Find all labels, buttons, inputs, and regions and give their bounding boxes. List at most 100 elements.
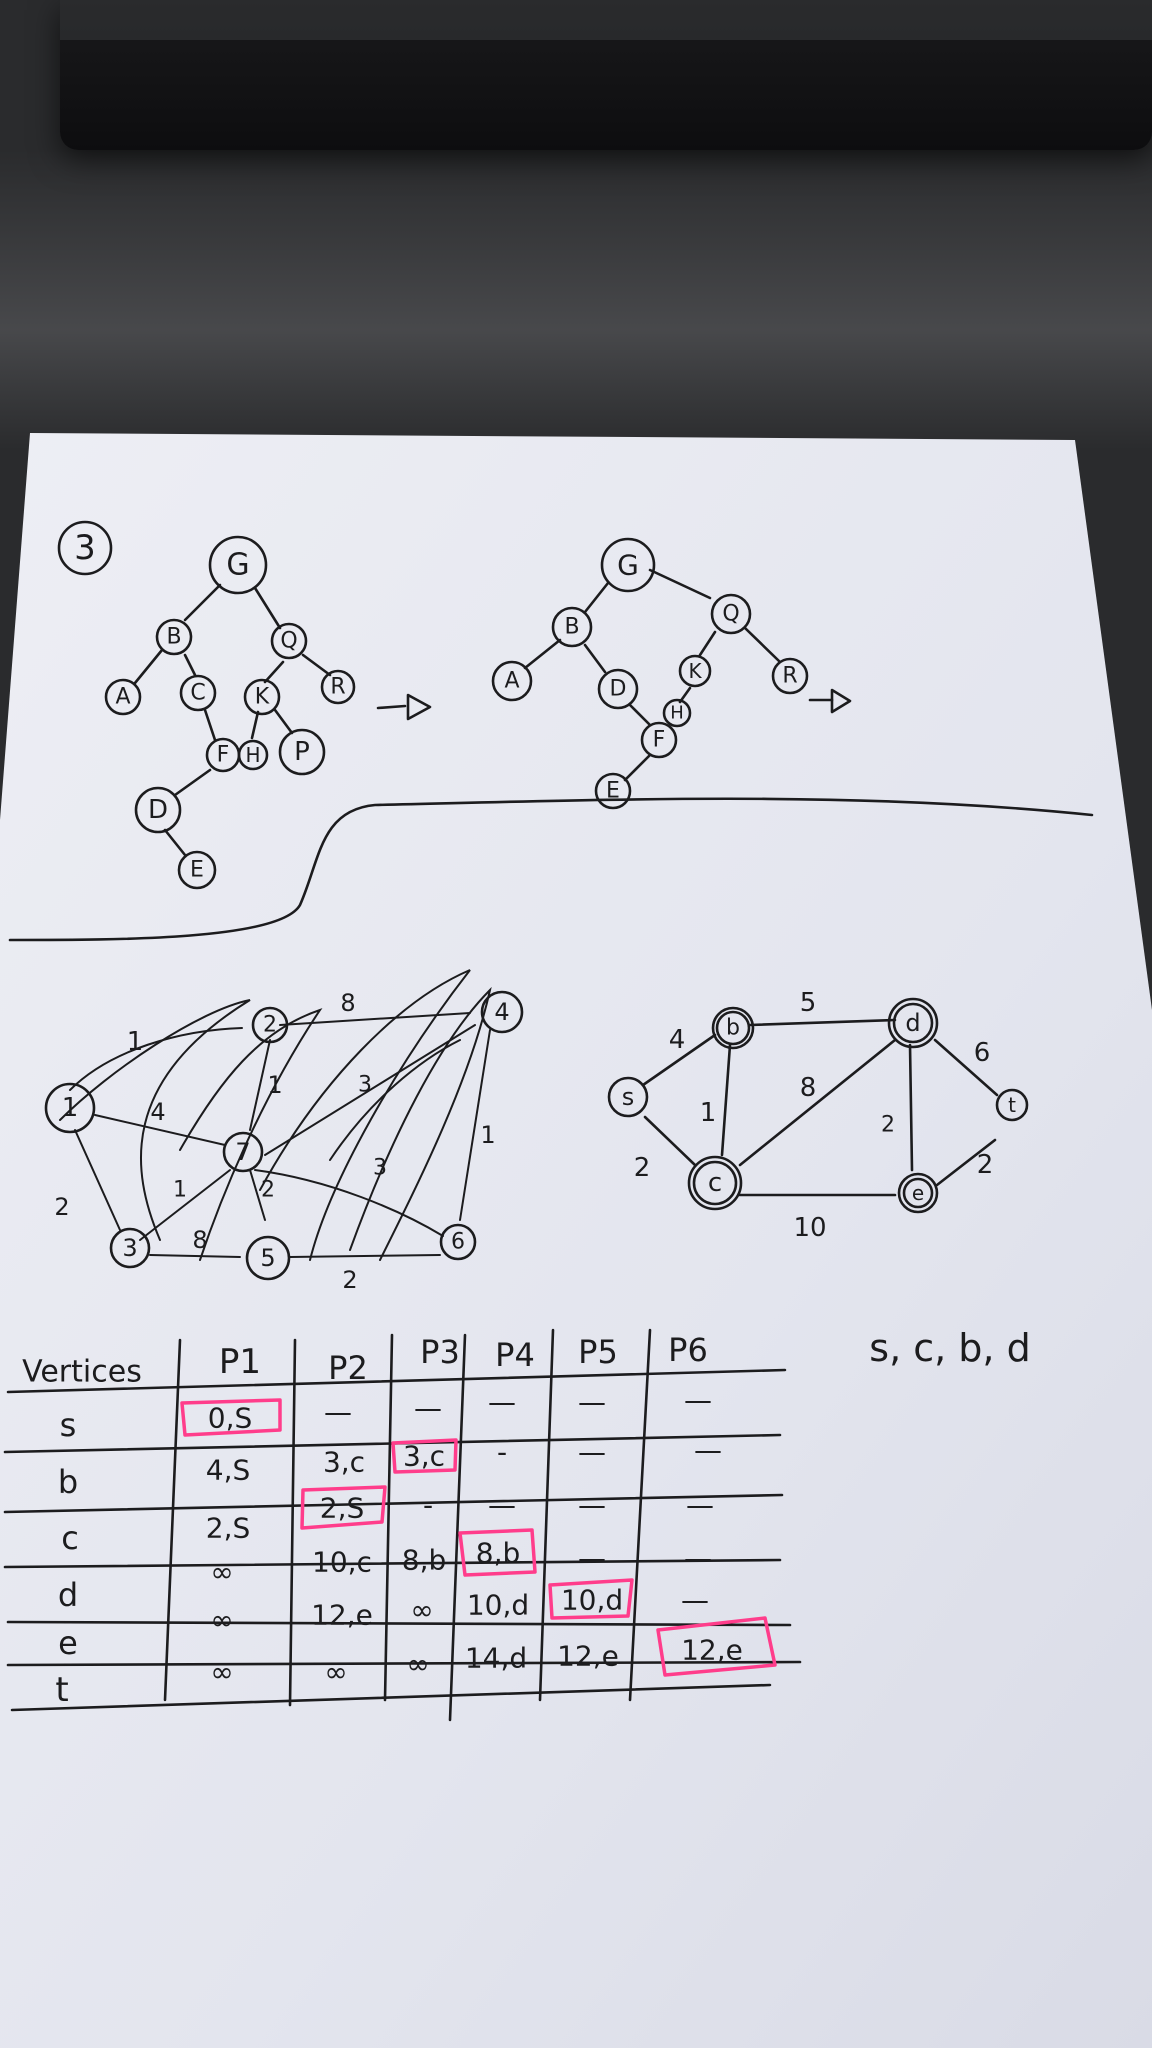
graph-right: s b c d e t 4 5 6 1 8 2 2 2 10 bbox=[607, 988, 1029, 1243]
svg-text:2,S: 2,S bbox=[320, 1492, 365, 1525]
svg-text:∞: ∞ bbox=[324, 1656, 347, 1689]
svg-text:A: A bbox=[115, 685, 130, 710]
svg-text:2: 2 bbox=[634, 1153, 651, 1183]
svg-text:1: 1 bbox=[173, 1178, 187, 1203]
svg-text:t: t bbox=[1008, 1093, 1016, 1117]
svg-text:e: e bbox=[58, 1624, 78, 1662]
svg-text:—: — bbox=[488, 1489, 516, 1522]
svg-text:C: C bbox=[190, 681, 205, 706]
svg-text:c: c bbox=[61, 1519, 79, 1557]
svg-text:∞: ∞ bbox=[210, 1556, 233, 1589]
svg-text:d: d bbox=[905, 1009, 920, 1037]
svg-text:4: 4 bbox=[669, 1025, 686, 1055]
problem-number: 3 bbox=[57, 520, 113, 576]
svg-text:H: H bbox=[245, 743, 260, 767]
table-header-cell: P2 bbox=[328, 1349, 368, 1387]
svg-text:B: B bbox=[166, 625, 181, 650]
svg-text:4: 4 bbox=[150, 1098, 165, 1126]
svg-text:3: 3 bbox=[122, 1234, 137, 1262]
svg-text:D: D bbox=[148, 795, 168, 825]
svg-text:B: B bbox=[564, 615, 579, 640]
svg-text:—: — bbox=[681, 1584, 709, 1617]
table-header-cell: P3 bbox=[420, 1333, 460, 1371]
table-row: t ∞ ∞ ∞ 14,d 12,e 12,e bbox=[55, 1634, 743, 1711]
svg-text:8: 8 bbox=[192, 1226, 207, 1254]
svg-text:-: - bbox=[423, 1489, 433, 1522]
table-header-cell: P1 bbox=[219, 1342, 261, 1382]
svg-text:2: 2 bbox=[881, 1113, 895, 1138]
table-row: b 4,S 3,c 3,c - — — bbox=[58, 1434, 722, 1502]
svg-text:∞: ∞ bbox=[210, 1604, 233, 1637]
svg-text:10,d: 10,d bbox=[561, 1584, 623, 1617]
svg-text:3: 3 bbox=[373, 1156, 387, 1181]
svg-text:10,c: 10,c bbox=[312, 1546, 372, 1579]
svg-text:5: 5 bbox=[260, 1244, 275, 1272]
svg-text:2: 2 bbox=[54, 1193, 69, 1221]
svg-text:10,d: 10,d bbox=[467, 1589, 529, 1622]
svg-text:1: 1 bbox=[480, 1121, 495, 1149]
table-row: d ∞ 10,c 8,b 8,b — — bbox=[58, 1537, 712, 1615]
svg-text:—: — bbox=[578, 1386, 606, 1419]
light-reflection bbox=[0, 150, 1152, 450]
graph-right-nodes: s b c d e t bbox=[607, 997, 1029, 1214]
svg-text:14,d: 14,d bbox=[465, 1642, 527, 1675]
paper-surface bbox=[0, 433, 1152, 2048]
svg-text:1: 1 bbox=[267, 1071, 282, 1099]
svg-text:6: 6 bbox=[974, 1038, 991, 1068]
table-row: s 0,S — — — — — bbox=[60, 1384, 712, 1445]
svg-text:∞: ∞ bbox=[210, 1656, 233, 1689]
svg-text:4: 4 bbox=[494, 998, 509, 1026]
svg-text:G: G bbox=[617, 549, 639, 582]
svg-text:D: D bbox=[610, 677, 627, 702]
tree-before-nodes: G B Q A C K R F H P D E bbox=[104, 535, 356, 890]
svg-text:3,c: 3,c bbox=[323, 1446, 365, 1479]
svg-text:-: - bbox=[497, 1436, 507, 1469]
svg-text:E: E bbox=[190, 858, 204, 883]
svg-text:6: 6 bbox=[451, 1230, 465, 1255]
svg-text:R: R bbox=[330, 675, 345, 700]
svg-text:R: R bbox=[782, 664, 797, 689]
svg-text:K: K bbox=[255, 685, 270, 710]
svg-text:—: — bbox=[684, 1384, 712, 1417]
svg-text:Q: Q bbox=[280, 629, 297, 654]
table-header-cell: P6 bbox=[668, 1331, 708, 1369]
svg-text:G: G bbox=[226, 548, 249, 583]
visit-order-note: s, c, b, d bbox=[869, 1326, 1030, 1370]
table-row: c 2,S 2,S - — — — bbox=[61, 1489, 714, 1558]
tree-before: G B Q A C K R F H P D E bbox=[104, 535, 432, 890]
separator-line bbox=[8, 797, 1094, 942]
svg-text:—: — bbox=[578, 1436, 606, 1469]
svg-text:A: A bbox=[504, 669, 519, 694]
graph-right-edge-labels: 4 5 6 1 8 2 2 2 10 bbox=[634, 988, 994, 1243]
svg-text:10: 10 bbox=[793, 1213, 826, 1243]
svg-text:e: e bbox=[912, 1181, 924, 1205]
svg-text:—: — bbox=[686, 1489, 714, 1522]
graph-left-nodes: 1 2 3 4 5 6 7 bbox=[44, 990, 524, 1281]
table-row: e ∞ 12,e ∞ 10,d 10,d — bbox=[58, 1584, 709, 1663]
svg-text:c: c bbox=[708, 1168, 722, 1198]
svg-text:s: s bbox=[60, 1406, 77, 1444]
graph-left: 1 2 3 4 5 6 7 1 4 2 8 1 3 3 1 2 1 8 2 bbox=[44, 969, 524, 1294]
svg-text:—: — bbox=[684, 1542, 712, 1575]
dijkstra-table-grid bbox=[3, 1328, 802, 1722]
svg-text:Q: Q bbox=[722, 602, 739, 627]
svg-text:b: b bbox=[58, 1463, 78, 1501]
svg-text:—: — bbox=[694, 1434, 722, 1467]
svg-text:∞: ∞ bbox=[410, 1594, 433, 1627]
svg-text:4,S: 4,S bbox=[206, 1454, 251, 1487]
svg-text:F: F bbox=[217, 743, 230, 768]
svg-text:s: s bbox=[622, 1083, 635, 1111]
svg-text:—: — bbox=[414, 1392, 442, 1425]
svg-text:1: 1 bbox=[700, 1098, 717, 1128]
svg-text:t: t bbox=[55, 1670, 68, 1710]
svg-text:3: 3 bbox=[358, 1073, 372, 1098]
svg-text:8: 8 bbox=[340, 989, 355, 1017]
table-header: Vertices P1 P2 P3 P4 P5 P6 bbox=[22, 1331, 708, 1390]
svg-text:8: 8 bbox=[800, 1073, 817, 1103]
svg-text:—: — bbox=[488, 1386, 516, 1419]
tree-after: G B Q A D K R H F E bbox=[491, 537, 852, 810]
svg-text:P: P bbox=[294, 737, 310, 767]
svg-text:5: 5 bbox=[800, 988, 817, 1018]
svg-text:12,e: 12,e bbox=[311, 1599, 373, 1632]
svg-text:2: 2 bbox=[263, 1013, 277, 1038]
